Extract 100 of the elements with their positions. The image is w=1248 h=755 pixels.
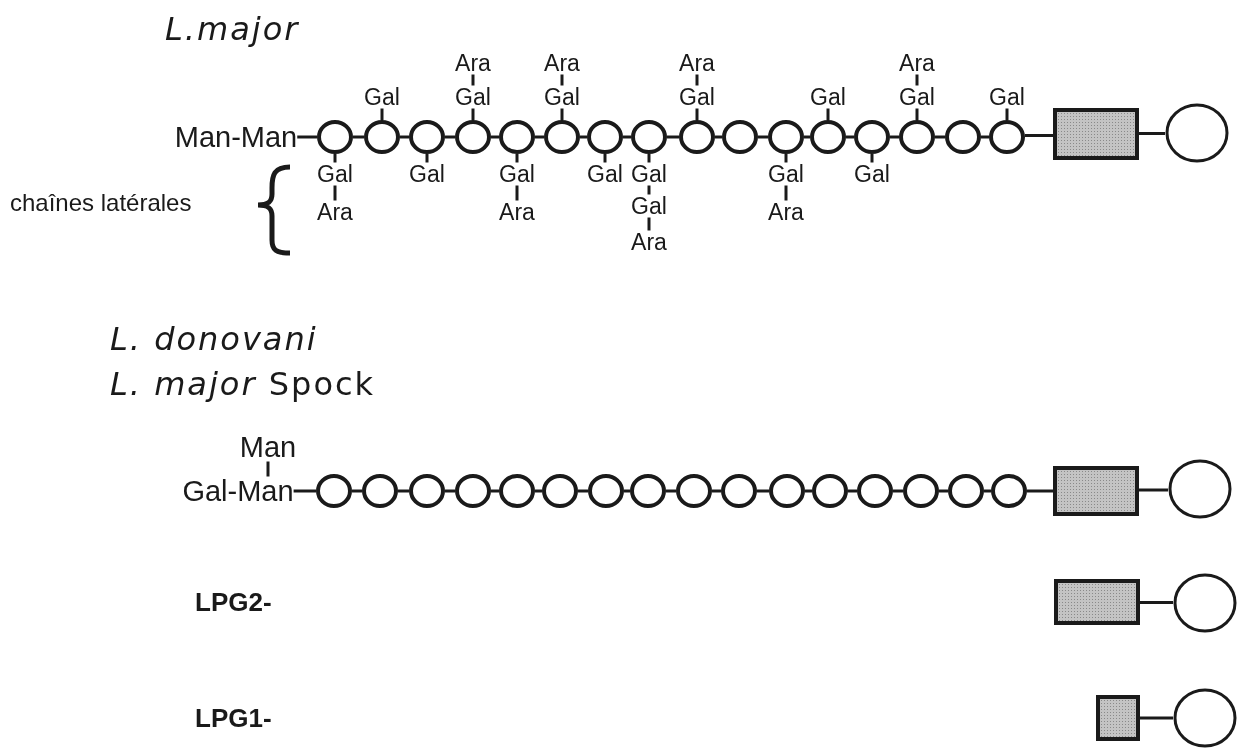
sugar-label: Ara [631, 230, 667, 254]
sugar-label: Gal [587, 162, 623, 186]
chain-circle [812, 474, 848, 508]
anchor-circle [1173, 573, 1237, 633]
link-line [1025, 134, 1053, 137]
link-line [380, 108, 384, 120]
chain-circle [857, 474, 893, 508]
link-line [1139, 132, 1165, 135]
link-line [400, 135, 409, 139]
chain-circle [499, 120, 535, 154]
link-line [580, 135, 587, 139]
link-line [535, 135, 544, 139]
link-line [624, 489, 630, 493]
link-line [915, 74, 919, 86]
chain-circle [542, 474, 578, 508]
chain-circle [544, 120, 580, 154]
link-line [491, 135, 499, 139]
sugar-label: Gal [631, 194, 667, 218]
link-line [984, 489, 991, 493]
sugar-label: Gal [899, 85, 935, 109]
link-line [846, 135, 854, 139]
sugar-label: Ara [317, 200, 353, 224]
sugar-label: Ara [899, 51, 935, 75]
chain-circle [769, 474, 805, 508]
link-line [1027, 489, 1053, 493]
link-line [715, 135, 722, 139]
link-line [981, 135, 989, 139]
chain-circle [768, 120, 804, 154]
link-line [445, 489, 455, 493]
species-title: L.major [165, 12, 300, 48]
link-line [293, 489, 316, 493]
chain-circle [588, 474, 624, 508]
chain-circle [991, 474, 1027, 508]
chain-circle [317, 120, 353, 154]
link-line [578, 489, 588, 493]
sugar-label: Gal [544, 85, 580, 109]
link-line [398, 489, 409, 493]
chain-circle [948, 474, 984, 508]
anchor-circle [1165, 103, 1229, 163]
link-line [352, 489, 362, 493]
chain-circle [316, 474, 352, 508]
link-line [560, 108, 564, 120]
sugar-label: Ara [679, 51, 715, 75]
link-line [560, 74, 564, 86]
link-line [826, 108, 830, 120]
link-line [333, 154, 337, 163]
link-line [1139, 488, 1168, 492]
link-line [712, 489, 721, 493]
chain-circle [721, 474, 757, 508]
sugar-label: Gal [810, 85, 846, 109]
link-line [515, 185, 519, 201]
species-label: L. donovani [110, 322, 318, 358]
link-line [695, 74, 699, 86]
link-line [667, 135, 679, 139]
sugar-label: Ara [455, 51, 491, 75]
sugar-label: Gal-Man [182, 476, 294, 506]
anchor-circle [1168, 459, 1232, 519]
link-line [1005, 108, 1009, 120]
chain-circle [676, 474, 712, 508]
link-line [603, 154, 607, 163]
chain-circle [587, 120, 623, 154]
sugar-label: Man-Man [174, 122, 298, 152]
chain-circle [630, 474, 666, 508]
link-line [535, 489, 542, 493]
link-line [471, 74, 475, 86]
chain-circle [631, 120, 667, 154]
link-line [623, 135, 631, 139]
shaded-box [1054, 579, 1140, 625]
link-line [353, 135, 364, 139]
chain-circle [722, 120, 758, 154]
link-line [266, 461, 270, 477]
link-line [784, 185, 788, 201]
link-line [805, 489, 812, 493]
link-line [445, 135, 455, 139]
link-line [471, 108, 475, 120]
shaded-box [1053, 466, 1139, 516]
link-line [935, 135, 945, 139]
link-line [695, 108, 699, 120]
link-line [666, 489, 676, 493]
chain-circle [903, 474, 939, 508]
chain-circle [989, 120, 1025, 154]
link-line [870, 154, 874, 163]
link-line [647, 185, 651, 195]
sugar-label: Ara [544, 51, 580, 75]
link-line [1140, 601, 1173, 604]
link-line [890, 135, 899, 139]
link-line [647, 154, 651, 163]
shaded-box [1096, 695, 1140, 741]
sugar-label: Gal [455, 85, 491, 109]
sugar-label: Gal [499, 162, 535, 186]
link-line [804, 135, 810, 139]
sugar-label: Gal [631, 162, 667, 186]
mutant-label: LPG1- [195, 704, 272, 733]
chain-circle [854, 120, 890, 154]
sugar-label: Gal [989, 85, 1025, 109]
link-line [425, 154, 429, 163]
sugar-label: Gal [409, 162, 445, 186]
link-line [491, 489, 499, 493]
chain-circle [945, 120, 981, 154]
sugar-label: Gal [679, 85, 715, 109]
